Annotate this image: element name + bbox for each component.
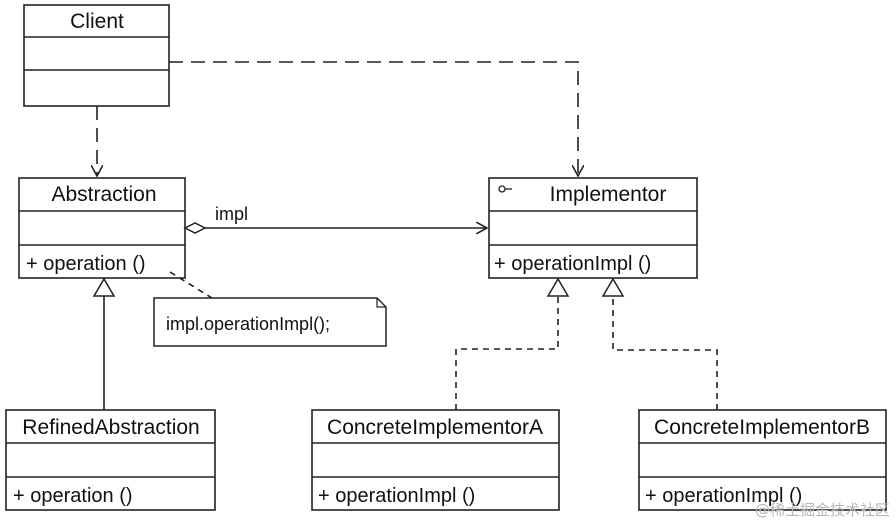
note-text: impl.operationImpl(); [166,314,330,334]
client-class[interactable]: Client [23,4,170,107]
watermark: @稀土掘金技术社区 [755,501,890,519]
note-connector [169,271,213,299]
implementor-class[interactable]: Implementor + operationImpl () [488,177,698,279]
abstraction-class-name: Abstraction [51,183,156,206]
concrete-implementor-b-operation: + operationImpl () [645,485,802,507]
concrete-implementor-a-operation: + operationImpl () [318,485,475,507]
interface-icon [498,185,512,193]
implementor-class-name: Implementor [550,183,667,206]
aggregation-diamond-icon [183,222,207,234]
abstraction-operation: + operation () [26,253,146,275]
concrete-implementor-b-class-name: ConcreteImplementorB [654,416,870,439]
impl-aggregation: impl [183,204,487,234]
refined-abstraction-class-name: RefinedAbstraction [22,416,199,439]
client-implementor-dependency [169,61,578,176]
concrete-b-realization [601,277,718,410]
concrete-implementor-b-class[interactable]: ConcreteImplementorB + operationImpl () [638,409,887,511]
refined-abstraction-generalization [92,277,116,410]
refined-abstraction-class[interactable]: RefinedAbstraction + operation () [5,409,216,511]
implementor-operation: + operationImpl () [494,253,651,275]
concrete-a-realization [455,277,570,410]
concrete-implementor-a-class[interactable]: ConcreteImplementorA + operationImpl () [311,409,560,511]
note-fold-icon [376,298,386,308]
abstraction-class[interactable]: Abstraction + operation () [18,177,186,279]
association-label: impl [215,204,248,224]
refined-abstraction-operation: + operation () [13,485,133,507]
concrete-implementor-a-class-name: ConcreteImplementorA [327,416,543,439]
client-class-name: Client [70,10,124,33]
realization-triangle-icon [546,277,570,297]
note: impl.operationImpl(); [153,297,387,347]
generalization-triangle-icon [92,277,116,297]
realization-triangle-icon [601,277,625,297]
